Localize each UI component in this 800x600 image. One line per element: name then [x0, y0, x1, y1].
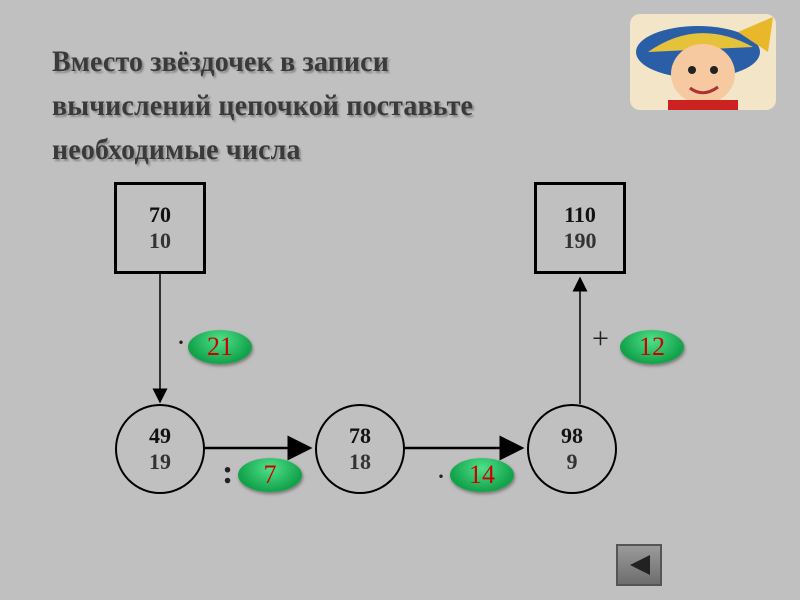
answer-pill[interactable]: 12: [620, 330, 684, 364]
node-ghost: 18: [349, 449, 371, 474]
node-value: 49: [149, 423, 171, 448]
node-value: 70: [149, 202, 171, 227]
answer-pill[interactable]: 14: [450, 458, 514, 492]
slide-title: Вместо звёздочек в записи вычислений цеп…: [52, 40, 473, 172]
operator-multiply: ·: [176, 326, 186, 359]
mascot-image: [630, 14, 776, 110]
operator-plus: +: [592, 322, 609, 355]
title-line: вычислений цепочкой поставьте: [52, 89, 474, 122]
node-ghost: 190: [563, 228, 597, 253]
node-ghost: 19: [149, 449, 171, 474]
node-ghost: 10: [149, 228, 171, 253]
node-value: 78: [349, 423, 371, 448]
operator-divide: :: [222, 454, 234, 491]
title-line: Вместо звёздочек в записи: [52, 45, 389, 78]
node-value: 98: [561, 423, 583, 448]
node-value: 110: [564, 202, 596, 227]
node-ghost: 9: [566, 449, 578, 474]
triangle-left-icon: [630, 555, 650, 575]
answer-pill[interactable]: 7: [238, 458, 302, 492]
answer-pill[interactable]: 21: [188, 330, 252, 364]
title-line: необходимые числа: [52, 133, 301, 166]
operator-multiply: ·: [436, 460, 446, 493]
back-button[interactable]: [616, 544, 662, 586]
